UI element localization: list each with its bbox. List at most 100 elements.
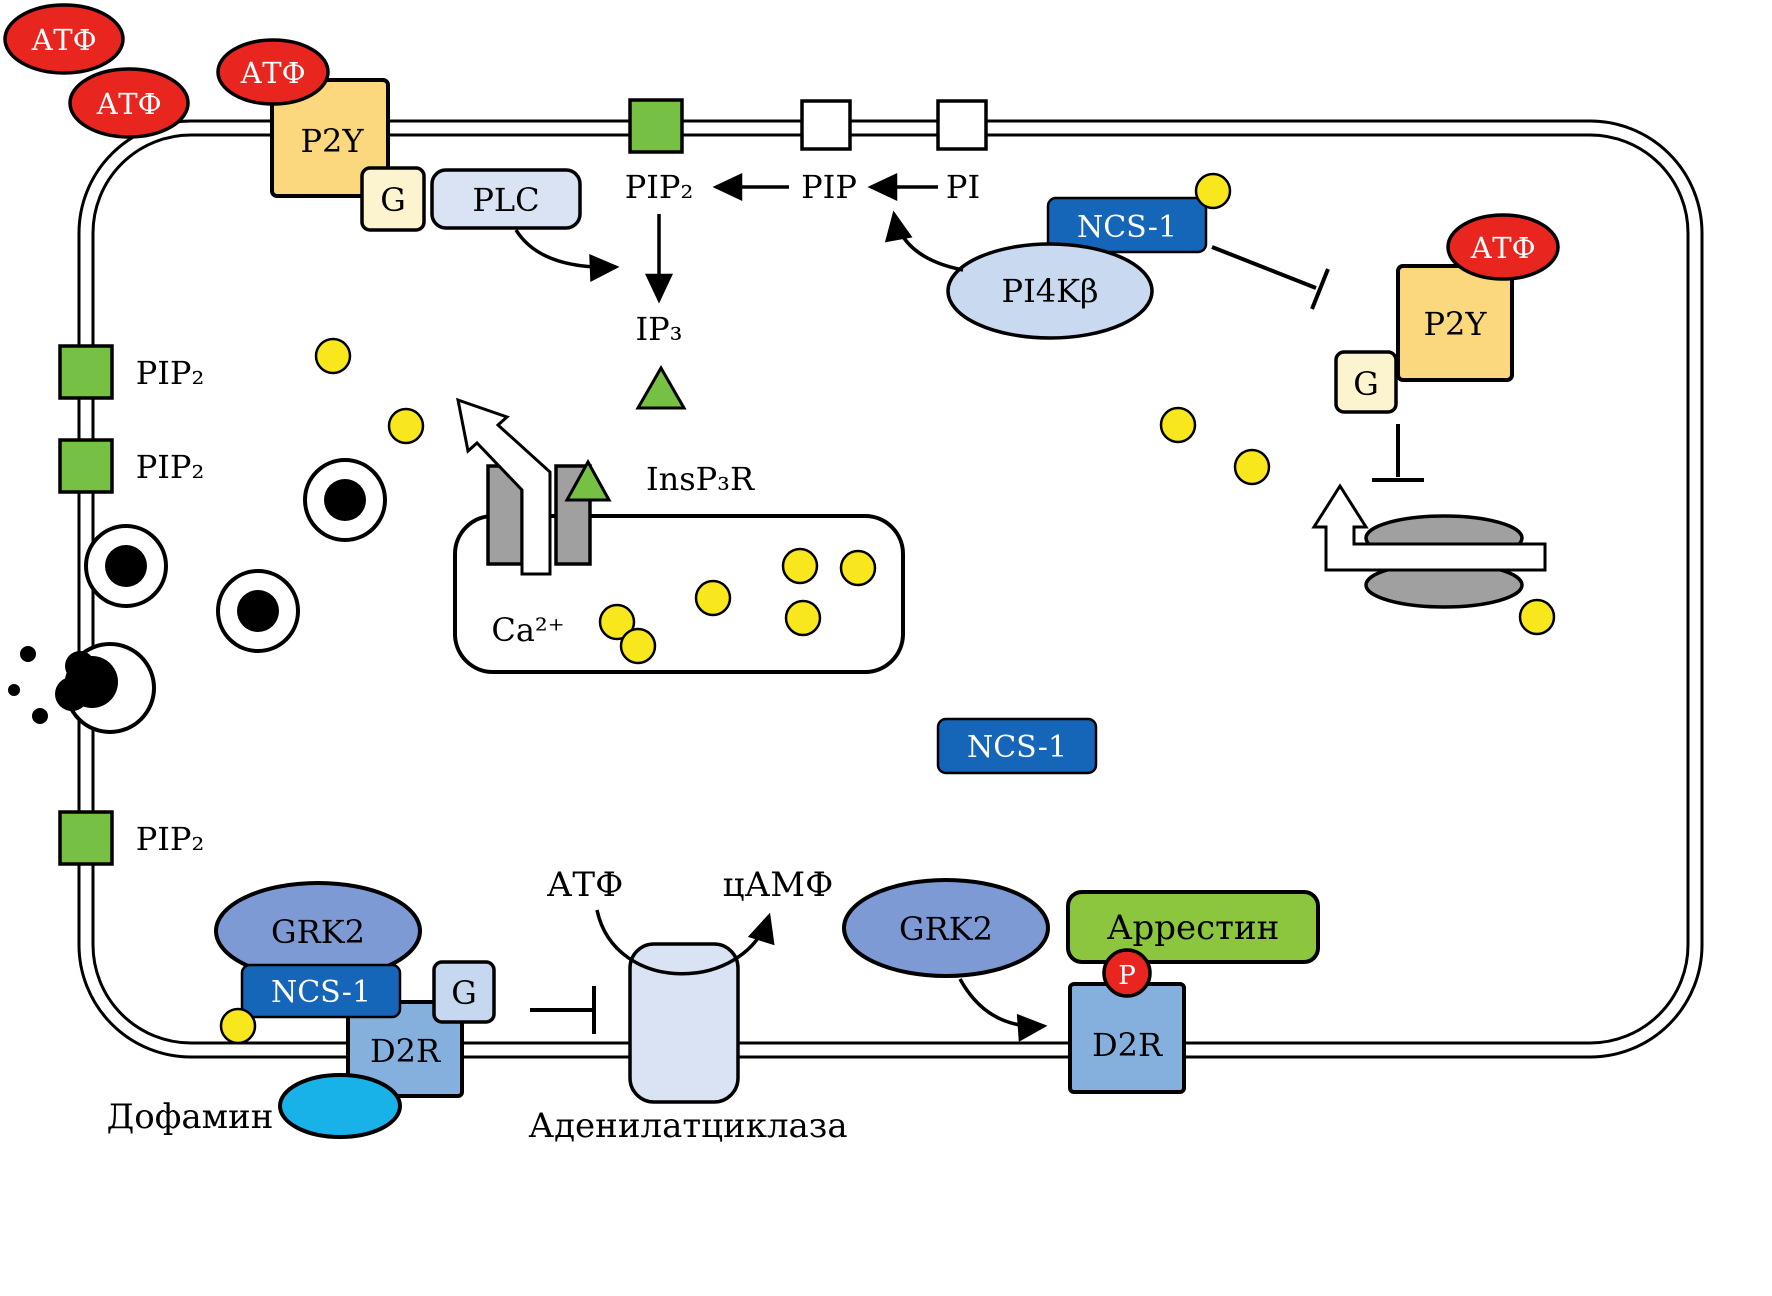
d2r-left-label: D2R: [370, 1032, 441, 1070]
g-protein-right: [1334, 350, 1398, 414]
p2y-complex-left: P2Y G PLC АТФ АТФ АТФ: [3, 3, 620, 283]
calcium-label: Ca²⁺: [491, 611, 564, 649]
grk2-label: GRK2: [271, 913, 365, 951]
calcium-ion: [1159, 406, 1197, 444]
vesicles: [8, 337, 425, 734]
d2r-receptor-left: [346, 1000, 464, 1098]
ncs1-box-center: [936, 717, 1098, 775]
pip2-label: PIP₂: [136, 354, 205, 392]
top-lipids: PIP₂ PIP PI: [625, 98, 988, 206]
atp-label: АТФ: [240, 56, 305, 90]
pip2-lipid-square: [628, 98, 684, 154]
pi-label: PI: [946, 168, 980, 206]
ncs1-pi4k-module: NCS-1 PI4Kβ: [884, 172, 1330, 340]
g-protein-left: [360, 166, 426, 232]
pip-lipid-square: [800, 99, 852, 151]
arrestin-protein: [1066, 890, 1320, 964]
atp-to-camp-arrow: [595, 909, 775, 976]
released-cargo: [20, 646, 36, 662]
adenylyl-cyclase: [628, 942, 740, 1104]
ncs1-inhibition-line: [1211, 245, 1317, 290]
adenylyl-cyclase-module: Аденилатциклаза АТФ цАМФ: [528, 865, 847, 1146]
atp-molecule: [1446, 213, 1560, 281]
vesicle-cargo: [324, 479, 366, 521]
calcium-ion: [694, 579, 732, 617]
ncs1-center-module: NCS-1: [936, 717, 1098, 775]
pi4kbeta-label: PI4Kβ: [1002, 272, 1099, 310]
phosphate-label: P: [1118, 961, 1136, 991]
dopamine-molecule: [278, 1073, 402, 1139]
p2y-receptor-right: [1396, 264, 1514, 382]
membrane-inner-gap: [80, 122, 1701, 1056]
g-right-label: G: [1353, 365, 1379, 403]
g-left-label: G: [380, 181, 406, 219]
calcium-ion: [839, 549, 877, 587]
plc-enzyme: [430, 168, 582, 230]
ip3-cascade: IP₃: [635, 214, 687, 410]
pi-lipid-square: [936, 99, 988, 151]
left-lipids: PIP₂ PIP₂ PIP₂: [58, 344, 205, 866]
p2y-right-label: P2Y: [1423, 305, 1487, 343]
calcium-ion: [1233, 448, 1271, 486]
calcium-ion: [314, 337, 352, 375]
calcium-release-arrow: [456, 397, 552, 576]
pip-label: PIP: [801, 168, 857, 206]
atp-label: АТФ: [31, 23, 96, 57]
ncs1-top-label: NCS-1: [1077, 210, 1177, 245]
pip2-label: PIP₂: [625, 168, 694, 206]
ip3-triangle-icon: [635, 364, 687, 410]
plc-label: PLC: [472, 181, 539, 219]
atp-substrate-label: АТФ: [547, 865, 624, 905]
vesicle-cargo: [237, 590, 279, 632]
insp3r-label: InsP₃R: [646, 460, 755, 498]
d2r-complex-left: GRK2 D2R G NCS-1 Дофамин: [107, 881, 596, 1139]
phosphate-group: [1102, 948, 1152, 998]
calcium-ion: [598, 603, 636, 641]
calcium-ion: [1194, 172, 1232, 210]
g-bottom-label: G: [451, 974, 477, 1012]
vesicle-cargo: [105, 545, 147, 587]
ncs1-bottom-label: NCS-1: [271, 975, 371, 1010]
released-cargo: [65, 651, 95, 681]
camp-product-label: цАМФ: [723, 865, 834, 905]
calcium-ion: [219, 1007, 257, 1045]
ncs1-inhibition-bar: [1310, 268, 1330, 310]
ncs1-box-top: [1046, 196, 1208, 254]
released-cargo: [32, 708, 48, 724]
ip3-label: IP₃: [636, 310, 683, 348]
arrestin-label: Аррестин: [1107, 908, 1280, 948]
atp-molecule: [216, 38, 330, 106]
p2y-complex-right: P2Y АТФ G: [1159, 213, 1560, 636]
pi4k-activity-arrow: [884, 210, 964, 272]
calcium-influx-arrow: [1311, 483, 1547, 572]
calcium-ion: [387, 407, 425, 445]
dopamine-label: Дофамин: [107, 1097, 274, 1137]
atp-label: АТФ: [1470, 231, 1535, 265]
calcium-ion: [619, 627, 657, 665]
d2r-right-label: D2R: [1092, 1026, 1163, 1064]
plc-action-arrow: [514, 229, 620, 283]
atp-molecule: [68, 67, 190, 139]
atp-molecule: [3, 3, 125, 75]
grk2-phosphorylation-arrow: [958, 978, 1048, 1042]
pi4kbeta-enzyme: [946, 242, 1154, 340]
cell-membrane: [77, 119, 1704, 1059]
grk2-kinase: [842, 878, 1050, 978]
pip2-lipid-square: [58, 810, 114, 866]
ncs1-box-bottom: [240, 963, 402, 1019]
calcium-ion: [781, 547, 819, 585]
calcium-ion: [1518, 598, 1556, 636]
atp-label: АТФ: [96, 87, 161, 121]
pip2-lipid-square: [58, 438, 114, 494]
ip3-triangle-icon: [564, 458, 612, 502]
d2r-complex-right: GRK2 Аррестин D2R P: [842, 878, 1320, 1094]
ncs1-center-label: NCS-1: [967, 730, 1067, 765]
p2y-receptor-left: [270, 78, 390, 198]
grk2-right-label: GRK2: [899, 910, 993, 948]
pip2-lipid-square: [58, 344, 114, 400]
pip2-label: PIP₂: [136, 820, 205, 858]
released-cargo: [8, 684, 20, 696]
g-protein-bottom: [432, 960, 496, 1024]
